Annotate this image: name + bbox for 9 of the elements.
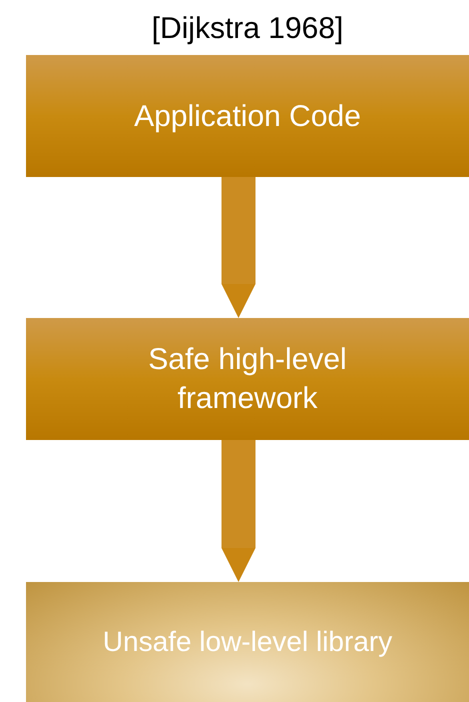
layer-box — [26, 318, 469, 440]
citation-title: [Dijkstra 1968] — [150, 12, 344, 46]
layer-label: Safe high-level framework — [147, 342, 348, 417]
block-arrow — [222, 440, 256, 582]
layer-box — [26, 582, 469, 702]
block-arrow — [222, 177, 256, 318]
layer-box — [26, 55, 469, 177]
layer-label: Application Code — [134, 98, 361, 134]
layer-label: Unsafe low-level library — [102, 624, 392, 659]
